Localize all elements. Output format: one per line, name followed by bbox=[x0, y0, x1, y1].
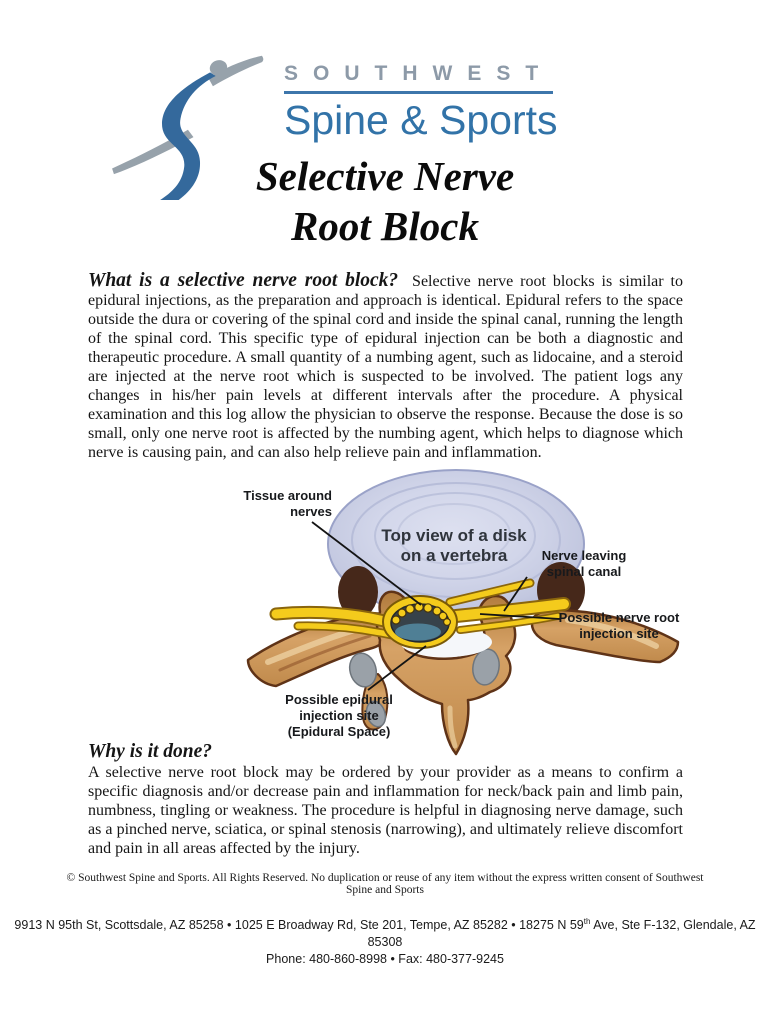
label-tissue-around-nerves: Tissue around nerves bbox=[243, 488, 332, 519]
label-epidural-injection-site: Possible epidural injection site (Epidur… bbox=[285, 692, 393, 739]
vertebra-diagram: Tissue around nerves Top view of a disk … bbox=[228, 464, 700, 756]
page-title: Selective Nerve Root Block bbox=[0, 151, 770, 251]
footer-address: 9913 N 95th St, Scottsdale, AZ 85258 • 1… bbox=[0, 913, 770, 968]
address-superscript: th bbox=[583, 917, 591, 926]
section-what-is-heading: What is a selective nerve root block? bbox=[88, 270, 399, 291]
section-what-is: What is a selective nerve root block? Se… bbox=[88, 271, 683, 462]
brand-name-top: SOUTHWEST bbox=[284, 62, 554, 94]
address-line: 9913 N 95th St, Scottsdale, AZ 85258 • 1… bbox=[0, 913, 770, 951]
label-nerve-leaving-spinal-canal: Nerve leaving spinal canal bbox=[541, 548, 627, 579]
logo-wordmark: SOUTHWEST Spine & Sports bbox=[284, 62, 558, 144]
page-title-line2: Root Block bbox=[291, 203, 479, 249]
section-why: Why is it done? A selective nerve root b… bbox=[88, 740, 683, 858]
section-what-is-body: Selective nerve root blocks is similar t… bbox=[88, 273, 684, 461]
section-why-body: A selective nerve root block may be orde… bbox=[88, 764, 683, 857]
dancer-figure-icon bbox=[112, 55, 264, 200]
page-title-line1: Selective Nerve bbox=[255, 153, 515, 199]
diagram-caption: Top view of a disk on a vertebra bbox=[381, 526, 527, 565]
section-why-heading: Why is it done? bbox=[88, 741, 213, 762]
phone-fax-line: Phone: 480-860-8998 • Fax: 480-377-9245 bbox=[266, 952, 504, 967]
address-part2: Ave, Ste F-132, Glendale, AZ 85308 bbox=[367, 918, 756, 950]
logo: SOUTHWEST Spine & Sports bbox=[0, 0, 770, 200]
address-part1: 9913 N 95th St, Scottsdale, AZ 85258 • 1… bbox=[14, 918, 584, 933]
brand-name-bottom: Spine & Sports bbox=[284, 97, 558, 143]
vertebra-illustration bbox=[246, 469, 680, 756]
copyright-notice: © Southwest Spine and Sports. All Rights… bbox=[66, 872, 704, 896]
label-nerve-root-injection-site: Possible nerve root injection site bbox=[558, 610, 680, 641]
